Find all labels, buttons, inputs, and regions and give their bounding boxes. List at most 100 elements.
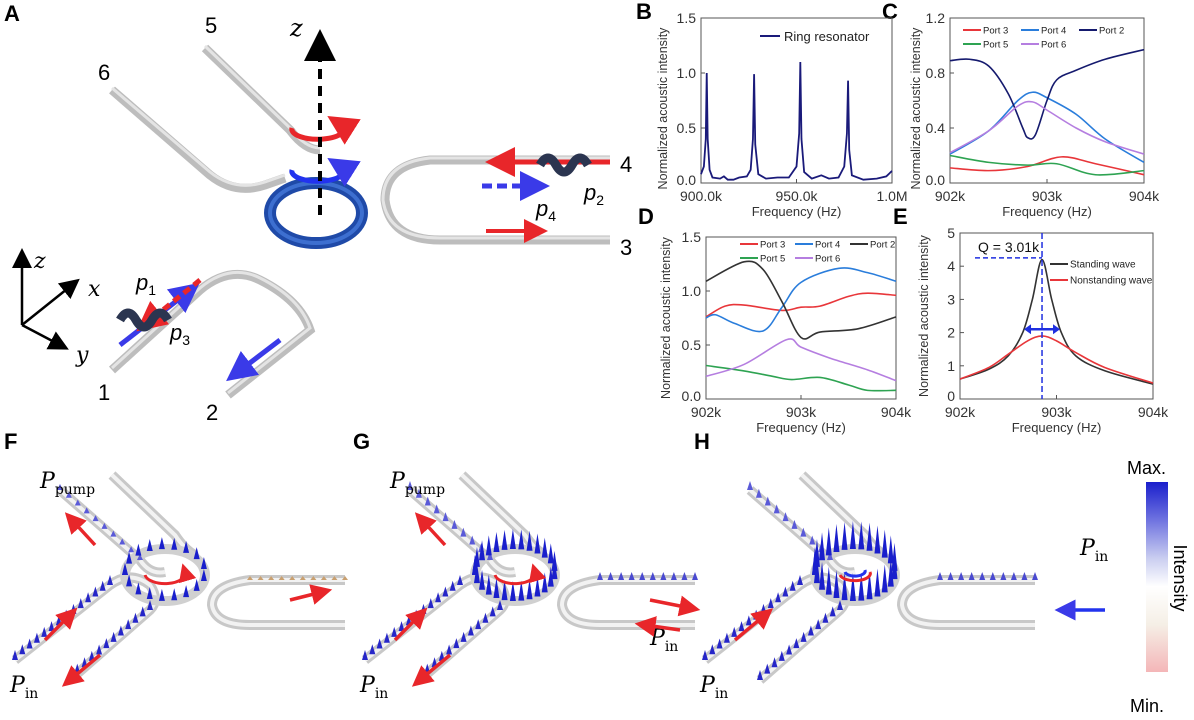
intensity-spike <box>122 563 128 575</box>
panel-label-b: B <box>636 0 652 24</box>
x-axis-label: Frequency (Hz) <box>752 204 842 219</box>
intensity-spike <box>731 626 738 637</box>
intensity-spike <box>457 575 463 585</box>
panel-label-h: H <box>694 429 710 454</box>
intensity-spike <box>424 496 431 506</box>
intensity-spike <box>597 572 603 580</box>
intensity-spike <box>383 632 390 643</box>
intensity-spike <box>183 540 190 553</box>
intensity-spike <box>800 527 807 537</box>
intensity-spike <box>526 579 533 600</box>
legend-label: Port 5 <box>760 254 785 265</box>
direction-arrow <box>733 608 774 642</box>
intensity-spike <box>398 621 405 632</box>
intensity-spike <box>534 533 541 554</box>
intensity-spike <box>193 547 200 560</box>
intensity-spike <box>137 554 143 560</box>
red-rotation-arrow <box>289 115 361 145</box>
intensity-spike <box>764 496 771 506</box>
intensity-spike <box>887 535 894 564</box>
wave-label-p4: p4 <box>535 196 556 224</box>
intensity-spike <box>866 571 873 600</box>
x-tick-label: 904k <box>1129 188 1160 204</box>
series-line-port-5 <box>705 364 897 392</box>
intensity-spike <box>738 621 745 632</box>
intensity-spike <box>92 586 99 597</box>
series-line-port-2 <box>705 260 897 340</box>
input-label: Pin <box>9 673 38 702</box>
colorbar-title: Intensity <box>1170 544 1190 611</box>
port-label-5: 5 <box>205 13 217 38</box>
intensity-spike <box>331 576 338 580</box>
y-axis-label: Normalized acoustic intensity <box>659 236 673 399</box>
intensity-spike <box>837 600 843 610</box>
intensity-spike <box>825 527 832 556</box>
intensity-spike <box>171 537 178 550</box>
port-label-4: 4 <box>620 152 632 177</box>
intensity-spike <box>193 578 200 591</box>
intensity-spike <box>755 488 762 498</box>
intensity-spike <box>819 561 826 590</box>
intensity-spike <box>96 644 103 655</box>
intensity-spike <box>786 644 793 655</box>
intensity-spike <box>866 522 873 551</box>
transducer-port4 <box>536 153 592 177</box>
series-line-standing-wave <box>959 258 1154 385</box>
intensity-spike <box>874 568 881 597</box>
legend-label: Ring resonator <box>784 29 870 44</box>
port-label-6: 6 <box>98 60 110 85</box>
x-tick-label: 902k <box>935 188 966 204</box>
wave-label-p1: p1 <box>135 270 156 298</box>
intensity-spike <box>126 551 133 564</box>
intensity-spike <box>489 606 496 617</box>
y-tick-label: 1.2 <box>926 10 946 26</box>
x-tick-label: 902k <box>945 404 976 420</box>
legend-label: Port 4 <box>815 240 840 251</box>
series-line-ring-resonator <box>700 61 893 181</box>
intensity-spike <box>793 638 800 649</box>
intensity-spike <box>74 499 81 506</box>
wave-label-p3: p3 <box>169 320 190 348</box>
intensity-spike <box>415 488 422 498</box>
intensity-spike <box>841 521 848 550</box>
intensity-spike <box>874 525 881 554</box>
intensity-spike <box>825 566 832 595</box>
intensity-spike <box>849 521 856 550</box>
intensity-spike <box>119 538 126 545</box>
intensity-spike <box>775 592 782 603</box>
intensity-spike <box>547 566 554 587</box>
rotation-arrow-red <box>838 571 872 583</box>
blue-rotation-arrow <box>289 157 361 187</box>
intensity-spike <box>247 576 253 580</box>
colorbar-min: Min. <box>1130 696 1164 716</box>
intensity-spike <box>376 638 383 649</box>
intensity-spike <box>827 551 833 560</box>
intensity-spike <box>460 527 467 537</box>
colorbar-max: Max. <box>1127 458 1166 478</box>
panel-label-a: A <box>4 1 20 26</box>
intensity-spike <box>809 535 816 545</box>
intensity-spike <box>789 580 796 591</box>
intensity-spike <box>791 519 798 529</box>
x-axis-label: Frequency (Hz) <box>1012 420 1102 435</box>
input-label-right: Pin <box>1079 536 1108 565</box>
intensity-spike <box>158 537 165 550</box>
intensity-spike <box>670 572 677 580</box>
x-tick-label: 1.0M <box>876 188 907 204</box>
intensity-spike <box>107 575 113 585</box>
intensity-spike <box>812 547 818 575</box>
intensity-spike <box>1000 572 1007 580</box>
intensity-spike <box>85 592 92 603</box>
intensity-spike <box>709 644 716 655</box>
intensity-spike <box>200 569 207 582</box>
intensity-spike <box>807 625 814 636</box>
intensity-spike <box>362 650 368 660</box>
intensity-spike <box>117 625 124 636</box>
intensity-spike <box>881 564 888 593</box>
direction-arrow <box>634 616 681 637</box>
waveguide <box>896 575 1035 630</box>
series-line-port-3 <box>705 292 897 318</box>
